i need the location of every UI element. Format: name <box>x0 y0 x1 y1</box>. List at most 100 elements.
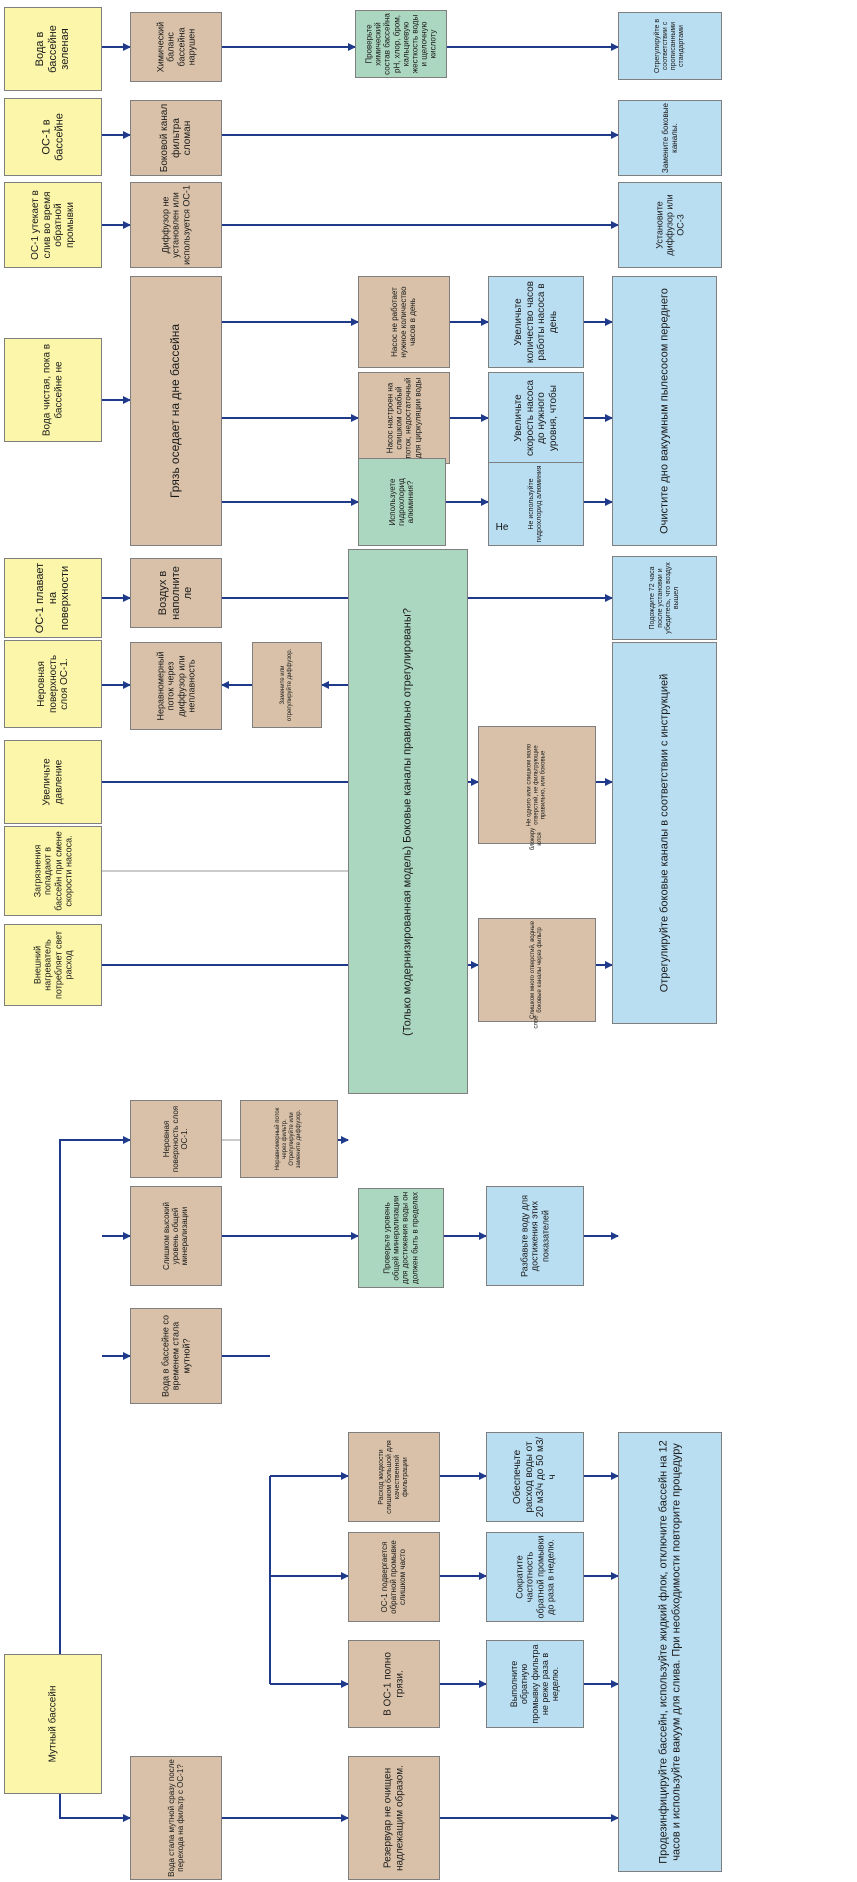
node-b10: Разбавьте воду для достижения этих показ… <box>486 1186 584 1286</box>
node-y9-text: Внешний нагреватель потребляет свет расх… <box>32 931 74 999</box>
node-t6: Насос настроен на слишком слабый поток, … <box>358 372 450 464</box>
node-big: (Только модернизированная модель) Боковы… <box>348 549 468 1094</box>
node-t18-text: Резервуар не очищен надлежащим образом. <box>382 1765 406 1871</box>
node-y7-text: Увеличьте давление <box>41 758 65 806</box>
node-b5-text: Увеличьте скорость насоса до нужного уро… <box>513 379 559 457</box>
node-b10-text: Разбавьте воду для достижения этих показ… <box>519 1195 551 1277</box>
node-t15-text: ОС-1 подвергается обратной промывке слиш… <box>380 1540 408 1614</box>
node-b13: Выполните обратную промывку фильтра не р… <box>486 1640 584 1728</box>
node-y3: ОС-1 утекает в слив во время обратной пр… <box>4 182 102 268</box>
node-t8-text: Неравномерный поток через диффузор или н… <box>155 651 197 721</box>
node-g3: Проверьте уровень общей минерализации дл… <box>358 1188 444 1288</box>
node-g1-text: Проверьте химический состав бассейна рН,… <box>364 13 438 75</box>
node-y2-text: ОС-1 в бассейне <box>40 113 65 161</box>
connector-29 <box>59 1136 131 1654</box>
node-b9: Отрегулируйте боковые каналы в соответст… <box>612 642 717 1024</box>
node-big-text: (Только модернизированная модель) Боковы… <box>401 607 414 1036</box>
node-y10: Мутный бассейн <box>4 1654 102 1794</box>
node-b3-text: Установите диффузор или ОС-3 <box>654 194 686 256</box>
node-b4: Увеличьте количество часов работы насоса… <box>488 276 584 368</box>
node-t7: Воздух в наполните ле <box>130 558 222 628</box>
node-t17: Вода стала мутной сразу после перехода н… <box>130 1756 222 1880</box>
node-b7: Очистите дно вакуумным пылесосом передне… <box>612 276 717 546</box>
node-t10-text: Неровная поверхность слоя ОС-1. <box>162 1105 190 1173</box>
node-t13-text: Вода в бассейне со временем стала мутной… <box>160 1315 192 1397</box>
node-b2-text: Замените боковые каналы. <box>660 103 679 173</box>
node-y8: Загрязнения попадают в бассейн при смене… <box>4 826 102 916</box>
node-b6: Не используйте гидрохлорид алюминия <box>488 462 584 546</box>
node-b13-text: Выполните обратную промывку фильтра не р… <box>509 1644 561 1724</box>
node-t1: Химический баланс бассейна нарушен <box>130 12 222 82</box>
node-t3-text: Диффузор не установлен или используется … <box>160 185 192 265</box>
node-b1-text: Отрегулируйте в соответствии с прописанн… <box>653 18 686 74</box>
node-t1-text: Химический баланс бассейна нарушен <box>155 21 197 73</box>
node-b5: Увеличьте скорость насоса до нужного уро… <box>488 372 584 464</box>
node-t5-text: Насос не работает нужное количество часо… <box>390 286 418 358</box>
node-t2-text: Боковой канал фильтра сломан <box>158 103 193 173</box>
node-t2: Боковой канал фильтра сломан <box>130 100 222 176</box>
node-t11: Неравномерный поток через фильтр. Отрегу… <box>240 1100 338 1178</box>
node-g3-text: Проверьте уровень общей минерализации дл… <box>382 1191 420 1285</box>
node-b8-text: Подождите 72 часа после установки и убед… <box>648 562 680 634</box>
node-t17-text: Вода стала мутной сразу после перехода н… <box>166 1759 185 1877</box>
node-b11: Обеспечьте расход воды от 20 м3/ч до 50 … <box>486 1432 584 1522</box>
stray-label: Не <box>488 520 516 534</box>
node-y8-text: Загрязнения попадают в бассейн при смене… <box>32 831 74 911</box>
node-y9: Внешний нагреватель потребляет свет расх… <box>4 924 102 1006</box>
node-b12-text: Сократите частотность обратной промывки … <box>514 1535 556 1619</box>
node-t20: блокируются <box>478 824 596 854</box>
node-y3-text: ОС-1 утекает в слив во время обратной пр… <box>30 190 76 260</box>
node-t10: Неровная поверхность слоя ОС-1. <box>130 1100 222 1178</box>
node-t14: Расход жидкости слишком большой для каче… <box>348 1432 440 1522</box>
node-y2: ОС-1 в бассейне <box>4 98 102 176</box>
node-t6-text: Насос настроен на слишком слабый поток, … <box>385 377 423 459</box>
node-t12-text: Слишком высокий уровень общей минерализа… <box>162 1201 190 1271</box>
node-t12: Слишком высокий уровень общей минерализа… <box>130 1186 222 1286</box>
node-b12: Сократите частотность обратной промывки … <box>486 1532 584 1622</box>
node-y5: ОС-1 плавает на поверхности <box>4 558 102 638</box>
node-t4: Грязь оседает на дне бассейна <box>130 276 222 546</box>
stray-label-text: Не <box>495 521 509 533</box>
node-t9: Замените или отрегулируйте диффузор. <box>252 642 322 728</box>
node-g1: Проверьте химический состав бассейна рН,… <box>355 10 447 78</box>
node-b14-text: Продезинфицируйте бассейн, используйте ж… <box>657 1440 682 1864</box>
node-b4-text: Увеличьте количество часов работы насоса… <box>513 281 559 363</box>
node-b3: Установите диффузор или ОС-3 <box>618 182 722 268</box>
node-y1: Вода в бассейне зеленая <box>4 7 102 91</box>
node-t20-text: блокируются <box>530 827 543 851</box>
node-t9-text: Замените или отрегулируйте диффузор. <box>280 648 293 722</box>
node-t21-text: Слишком много отверстий, водные боковые … <box>530 921 543 1019</box>
node-t22-text: слоё <box>533 1015 540 1029</box>
node-t13: Вода в бассейне со временем стала мутной… <box>130 1308 222 1404</box>
node-t11-text: Неравномерный поток через фильтр. Отрегу… <box>275 1107 302 1171</box>
node-t4-text: Грязь оседает на дне бассейна <box>168 323 183 499</box>
node-t22: слоё <box>478 1012 596 1032</box>
node-y4: Вода чистая, пока в бассейне не <box>4 338 102 442</box>
node-t8: Неравномерный поток через диффузор или н… <box>130 642 222 730</box>
node-t3: Диффузор не установлен или используется … <box>130 182 222 268</box>
node-y1-text: Вода в бассейне зеленая <box>34 25 72 73</box>
node-y6: Неровная поверхность слоя ОС-1. <box>4 640 102 728</box>
node-b1: Отрегулируйте в соответствии с прописанн… <box>618 12 722 80</box>
node-b8: Подождите 72 часа после установки и убед… <box>612 556 717 640</box>
node-t14-text: Расход жидкости слишком большой для каче… <box>377 1440 410 1514</box>
node-t16-text: В ОС-1 полно грязи. <box>382 1652 406 1716</box>
node-y5-text: ОС-1 плавает на поверхности <box>34 562 72 634</box>
node-t16: В ОС-1 полно грязи. <box>348 1640 440 1728</box>
node-t21: Слишком много отверстий, водные боковые … <box>478 918 596 1022</box>
node-t18: Резервуар не очищен надлежащим образом. <box>348 1756 440 1880</box>
node-b2: Замените боковые каналы. <box>618 100 722 176</box>
node-g2: Используете гидрохлорид алюминия? <box>358 458 446 546</box>
node-b6-text: Не используйте гидрохлорид алюминия <box>527 465 543 543</box>
connector-30 <box>59 1794 131 1822</box>
node-t15: ОС-1 подвергается обратной промывке слиш… <box>348 1532 440 1622</box>
node-t7-text: Воздух в наполните ле <box>157 566 195 620</box>
node-g2-text: Используете гидрохлорид алюминия? <box>388 478 416 526</box>
node-y6-text: Неровная поверхность слоя ОС-1. <box>35 654 70 714</box>
node-t5: Насос не работает нужное количество часо… <box>358 276 450 368</box>
node-b7-text: Очистите дно вакуумным пылесосом передне… <box>658 288 671 534</box>
node-b11-text: Обеспечьте расход воды от 20 м3/ч до 50 … <box>512 1436 558 1518</box>
node-b14: Продезинфицируйте бассейн, используйте ж… <box>618 1432 722 1872</box>
node-b9-text: Отрегулируйте боковые каналы в соответст… <box>658 673 671 993</box>
